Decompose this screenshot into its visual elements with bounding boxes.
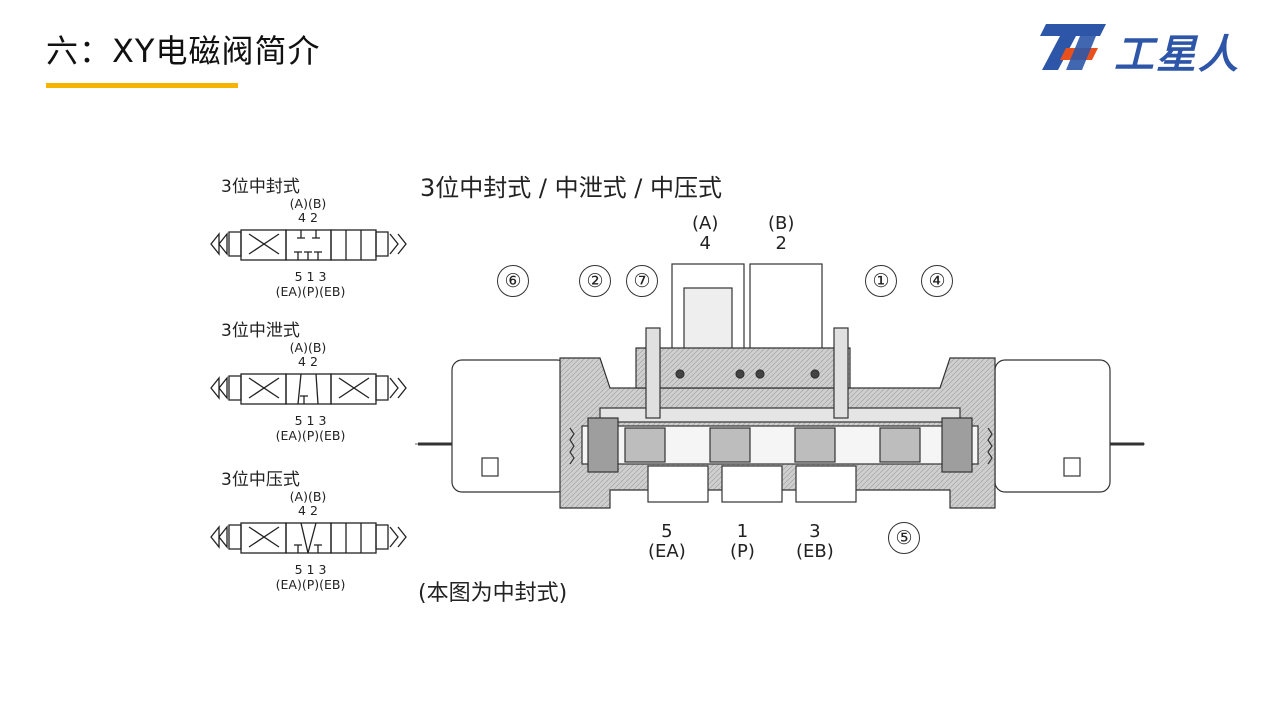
title-underline: [46, 83, 238, 88]
pressure-center-valve-symbol: [210, 522, 407, 554]
ports-top-numbers: 4 2: [298, 354, 318, 369]
symbol-ports-bottom: 5 1 3 (EA)(P)(EB): [263, 269, 358, 299]
symbol-ports-bottom: 5 1 3 (EA)(P)(EB): [263, 562, 358, 592]
port-ea-label: 5(EA): [648, 521, 686, 562]
ports-top-numbers: 4 2: [298, 210, 318, 225]
ports-bottom-numbers: 5 1 3: [294, 413, 327, 428]
callout-4: ④: [921, 265, 953, 297]
callout-1: ①: [865, 265, 897, 297]
port-b-label: (B)2: [768, 213, 795, 254]
symbol-name: 3位中压式: [221, 470, 300, 490]
exhaust-center-valve-symbol: [210, 373, 407, 405]
callout-6: ⑥: [497, 265, 529, 297]
symbol-ports-top: (A)(B) 4 2: [273, 197, 343, 225]
ports-top-numbers: 4 2: [298, 503, 318, 518]
brand-logo: 工星人: [1036, 18, 1270, 78]
ports-top-letters: (A)(B): [289, 489, 327, 504]
diagram-note: (本图为中封式): [418, 581, 568, 606]
symbol-ports-top: (A)(B) 4 2: [273, 490, 343, 518]
gongxingren-logo-mark-icon: [1040, 24, 1106, 70]
callout-7: ⑦: [626, 265, 658, 297]
symbol-ports-top: (A)(B) 4 2: [273, 341, 343, 369]
ports-bottom-numbers: 5 1 3: [294, 269, 327, 284]
ports-top-letters: (A)(B): [289, 340, 327, 355]
ports-bottom-letters: (EA)(P)(EB): [275, 428, 346, 443]
port-a-label: (A)4: [692, 213, 719, 254]
ports-bottom-letters: (EA)(P)(EB): [275, 577, 346, 592]
symbol-name: 3位中封式: [221, 177, 300, 197]
ports-bottom-letters: (EA)(P)(EB): [275, 284, 346, 299]
ports-top-letters: (A)(B): [289, 196, 327, 211]
callout-2: ②: [579, 265, 611, 297]
port-p-label: 1(P): [730, 521, 755, 562]
diagram-title: 3位中封式 / 中泄式 / 中压式: [420, 174, 722, 202]
logo-text: 工星人: [1114, 32, 1240, 78]
symbol-ports-bottom: 5 1 3 (EA)(P)(EB): [263, 413, 358, 443]
page-title: 六：XY电磁阀简介: [46, 32, 321, 70]
closed-center-valve-symbol: [210, 229, 407, 261]
ports-bottom-numbers: 5 1 3: [294, 562, 327, 577]
valve-cross-section: [415, 263, 1145, 509]
callout-5: ⑤: [888, 522, 920, 554]
port-eb-label: 3(EB): [796, 521, 834, 562]
symbol-name: 3位中泄式: [221, 321, 300, 341]
